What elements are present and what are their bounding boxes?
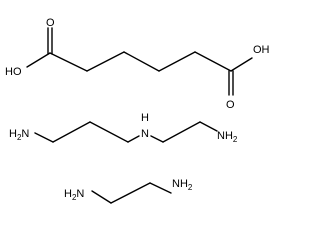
bond-c4-c5 (162, 121, 201, 143)
amine-h-label-center: H (141, 112, 149, 124)
adipic-acid-molecule: HO O OH O (5, 17, 270, 111)
bond-n1-c1 (34, 132, 54, 143)
bond-c2-n2 (149, 182, 172, 194)
carbonyl-oxygen-label-left: O (46, 17, 55, 29)
bond-c1-c2 (49, 52, 88, 72)
bond-c2-c3 (89, 121, 129, 143)
carbonyl-oxygen-label-right: O (226, 99, 235, 111)
bond-c5-n3 (199, 121, 218, 132)
diethylenetriamine-molecule: H2N H N NH2 (9, 112, 238, 144)
bond-c4-c5 (158, 51, 196, 72)
bond-n1-c1 (91, 190, 112, 204)
bond-c1-c2 (110, 182, 151, 204)
amine-label-left: H2N (9, 128, 29, 142)
bond-c3-c4 (123, 51, 160, 72)
amine-label-right: NH2 (217, 130, 238, 144)
structure-canvas: HO O OH O H2N H N NH2 H2N NH2 (5, 17, 270, 204)
bond-n2-c4 (150, 135, 164, 143)
bond-c1-c2 (52, 121, 91, 143)
bond-c3-n2 (127, 135, 140, 143)
bond-c6-oh (230, 57, 253, 72)
hydroxyl-label-right: OH (253, 44, 270, 56)
hydroxyl-label-left: HO (5, 66, 22, 78)
amine-n-label-center: N (141, 128, 149, 140)
amine-label-right: NH2 (172, 178, 193, 192)
bond-c2-c3 (86, 51, 125, 72)
bond-c5-c6 (194, 51, 232, 72)
amine-label-left: H2N (64, 188, 84, 202)
bond-ho-c1 (26, 52, 51, 68)
ethylenediamine-molecule: H2N NH2 (64, 178, 193, 204)
